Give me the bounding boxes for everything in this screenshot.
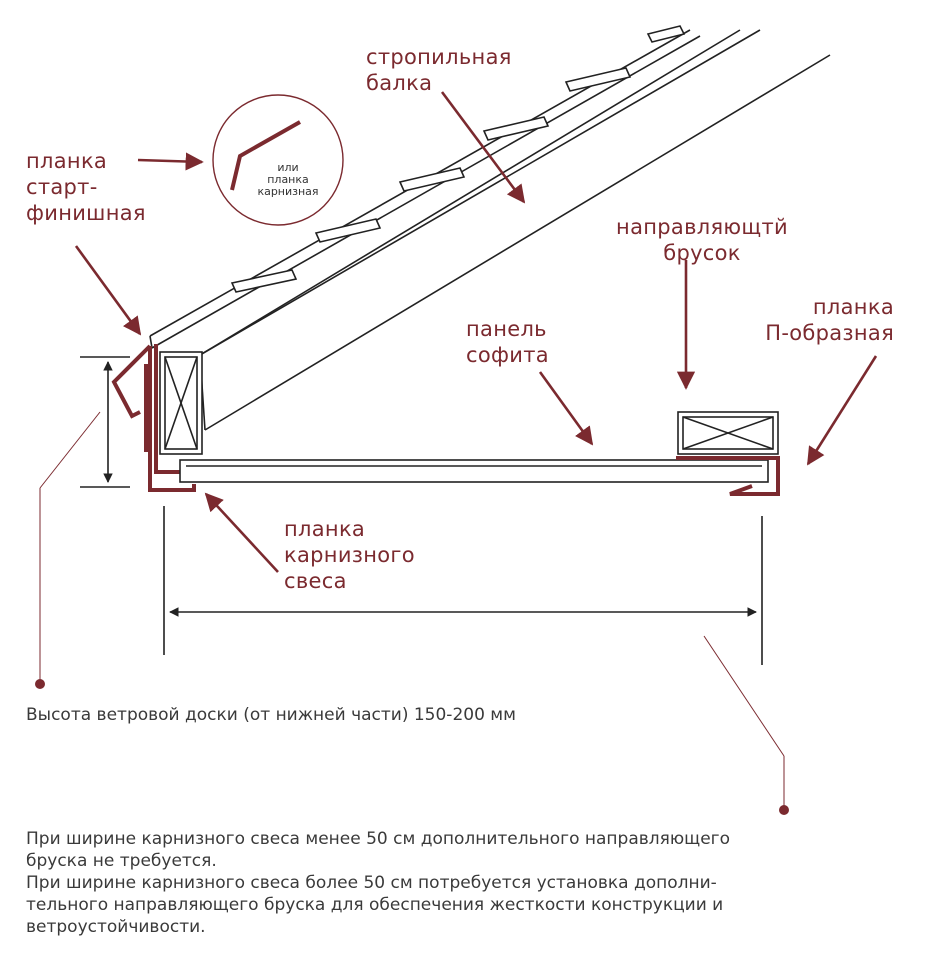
wind-board: [159, 351, 203, 455]
label-start-finish-strip: планка старт- финишная: [26, 149, 146, 225]
note-dot-width: [779, 805, 789, 815]
roof-battens: [230, 25, 686, 293]
label-arrows: [74, 91, 878, 573]
height-dimension: [80, 356, 130, 488]
inset-circle: [212, 94, 344, 226]
note-board-height: Высота ветровой доски (от нижней части) …: [26, 705, 516, 725]
label-guide-bar: направляющтй брусок: [616, 215, 788, 265]
label-soffit-panel: панель софита: [466, 317, 549, 367]
note-paragraph: При ширине карнизного свеса менее 50 см …: [26, 829, 730, 937]
start-finish-strip: [111, 344, 182, 474]
u-strip: [676, 456, 780, 496]
label-eave-strip: планка карнизного свеса: [284, 517, 415, 593]
guide-bar: [677, 411, 779, 455]
eave-overhang-strip: [148, 346, 196, 492]
inset-caption: или планка карнизная: [257, 161, 319, 198]
label-rafter-beam: стропильная балка: [366, 45, 512, 95]
note-leaders: [39, 411, 785, 808]
soffit-panel: [179, 459, 769, 483]
width-dimension: [163, 506, 763, 665]
label-u-strip: планка П-образная: [765, 295, 894, 345]
note-dot-height: [35, 679, 45, 689]
